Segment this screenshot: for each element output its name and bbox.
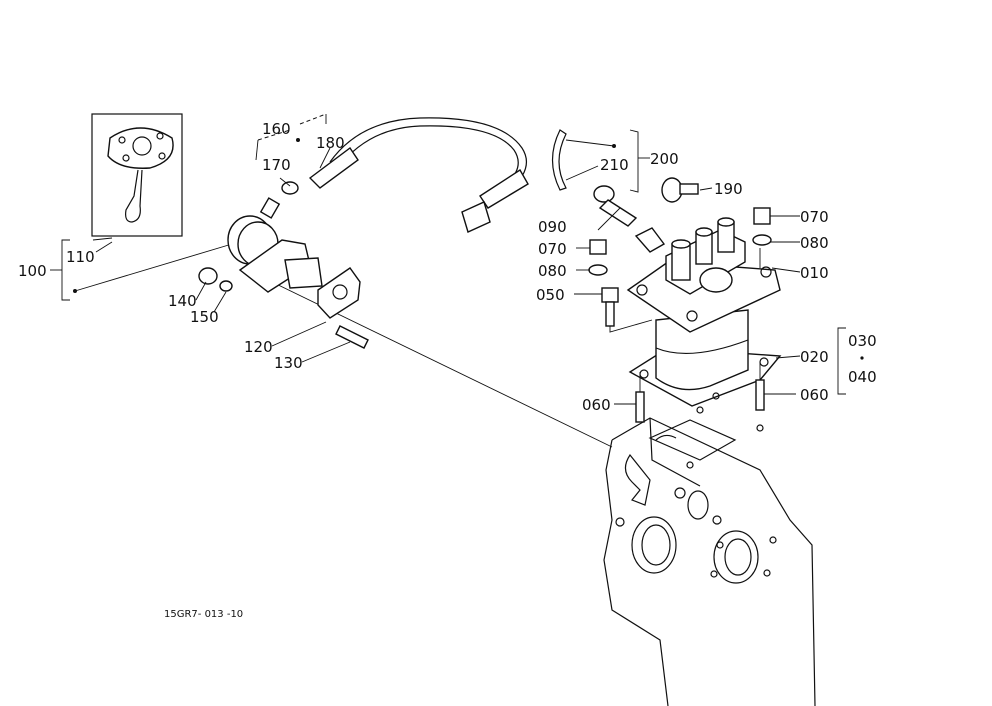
label-070-left: 070 bbox=[538, 240, 567, 258]
label-080-right: 080 bbox=[800, 234, 829, 252]
label-200: 200 bbox=[650, 150, 679, 168]
feed-pump bbox=[198, 181, 369, 349]
label-110: 110 bbox=[66, 248, 95, 266]
part-labels: 100 110 120 130 140 150 160 170 180 190 … bbox=[18, 120, 877, 620]
fuel-hose bbox=[308, 117, 529, 233]
engine-block bbox=[603, 406, 816, 706]
label-100: 100 bbox=[18, 262, 47, 280]
label-080-left: 080 bbox=[538, 262, 567, 280]
bracket-lines bbox=[50, 113, 864, 395]
label-090: 090 bbox=[538, 218, 567, 236]
label-170: 170 bbox=[262, 156, 291, 174]
label-010: 010 bbox=[800, 264, 829, 282]
inset-110 bbox=[91, 113, 183, 237]
label-070-right: 070 bbox=[800, 208, 829, 226]
label-120: 120 bbox=[244, 338, 273, 356]
label-050: 050 bbox=[536, 286, 565, 304]
leader-lines bbox=[95, 147, 801, 405]
label-030: 030 bbox=[848, 332, 877, 350]
label-020: 020 bbox=[800, 348, 829, 366]
label-210: 210 bbox=[600, 156, 629, 174]
drawing-code: 15GR7- 013 -10 bbox=[164, 609, 243, 620]
label-180: 180 bbox=[316, 134, 345, 152]
label-140: 140 bbox=[168, 292, 197, 310]
label-190: 190 bbox=[714, 180, 743, 198]
label-160: 160 bbox=[262, 120, 291, 138]
label-060-right: 060 bbox=[800, 386, 829, 404]
label-060-left: 060 bbox=[582, 396, 611, 414]
label-040: 040 bbox=[848, 368, 877, 386]
label-150: 150 bbox=[190, 308, 219, 326]
label-130: 130 bbox=[274, 354, 303, 372]
injection-pump bbox=[551, 129, 782, 423]
